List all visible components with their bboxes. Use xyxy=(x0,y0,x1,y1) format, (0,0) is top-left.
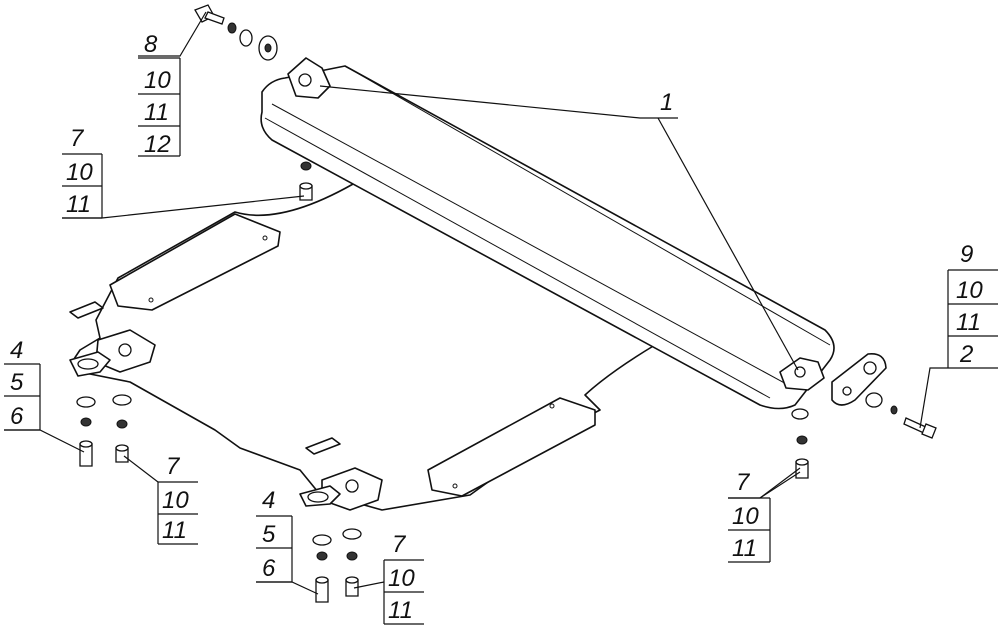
side-bracket xyxy=(831,352,887,406)
callout-label: 5 xyxy=(10,369,24,396)
callout-label: 11 xyxy=(66,191,91,218)
callout-set-4: 4 5 6 xyxy=(4,337,41,431)
callout-label: 10 xyxy=(66,159,93,186)
crossmember-beam xyxy=(260,57,835,410)
hardware-right xyxy=(865,392,937,439)
callout-label: 11 xyxy=(162,517,187,544)
hardware-beam-right xyxy=(791,408,809,479)
callout-label: 7 xyxy=(392,531,407,558)
callout-label: 10 xyxy=(732,503,759,530)
callout-label: 2 xyxy=(959,341,973,368)
hardware-front-left xyxy=(76,394,132,467)
callout-label: 10 xyxy=(388,565,415,592)
callout-label: 5 xyxy=(262,521,276,548)
callout-label: 7 xyxy=(166,453,181,480)
hardware-beam-left xyxy=(299,161,313,201)
callout-label: 8 xyxy=(144,31,158,58)
callout-label: 7 xyxy=(70,125,85,152)
callout-set-2: 7 10 11 xyxy=(62,125,103,219)
hardware-top xyxy=(194,4,278,61)
callout-label: 6 xyxy=(262,555,276,582)
callout-set-8: 7 10 11 xyxy=(728,469,771,563)
callout-set-7: 7 10 11 xyxy=(383,531,424,625)
callout-label: 4 xyxy=(10,337,23,364)
callout-label: 11 xyxy=(732,535,757,562)
callout-1: 1 xyxy=(660,89,673,116)
callout-label: 11 xyxy=(144,99,169,126)
hardware-rear xyxy=(312,528,362,603)
callout-set-1: 8 10 11 12 xyxy=(138,31,181,158)
callout-set-3: 9 10 11 2 xyxy=(947,241,998,369)
callout-label: 9 xyxy=(960,241,973,268)
callout-label: 10 xyxy=(956,277,983,304)
callout-label: 11 xyxy=(388,597,413,624)
callout-label: 7 xyxy=(736,469,751,496)
callout-set-6: 4 5 6 xyxy=(256,487,293,583)
skid-plate xyxy=(69,175,663,511)
callout-label: 4 xyxy=(262,487,275,514)
callout-label: 6 xyxy=(10,403,24,430)
callout-label: 11 xyxy=(956,309,981,336)
callout-label: 10 xyxy=(144,67,171,94)
callout-label: 10 xyxy=(162,487,189,514)
callout-set-5: 7 10 11 xyxy=(157,453,198,545)
callout-label: 12 xyxy=(144,131,171,158)
callout-label-main: 1 xyxy=(660,89,673,116)
